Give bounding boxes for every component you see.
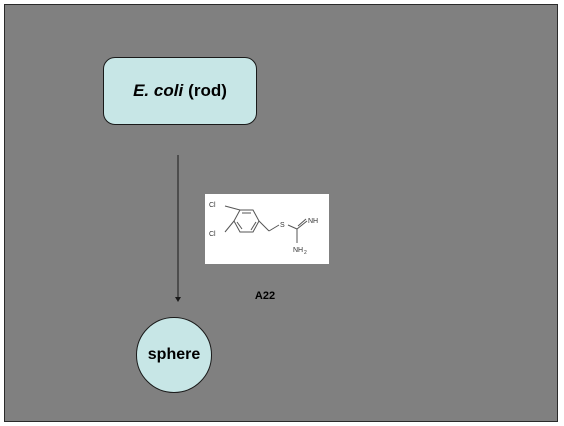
chlorine-atom-2: Cl (209, 231, 216, 238)
transition-arrow (175, 155, 181, 302)
amine-group: NH (293, 247, 303, 254)
sulfur-atom: S (280, 222, 285, 229)
imine-group: NH (308, 218, 318, 225)
organism-name: E. coli (133, 81, 184, 100)
ecoli-rod-node: E. coli (rod) (103, 57, 257, 125)
compound-label: A22 (254, 290, 276, 302)
a22-structure-panel: Cl Cl S NH NH 2 (205, 194, 329, 264)
sphere-label: sphere (147, 346, 201, 363)
a22-structure: Cl Cl S NH NH 2 (209, 202, 318, 256)
slide-canvas: E. coli (rod) (4, 4, 558, 422)
rod-shape-label: (rod) (188, 81, 227, 100)
arrow-head (175, 297, 181, 302)
amine-subscript: 2 (304, 250, 307, 256)
sphere-node: sphere (136, 317, 212, 393)
chlorine-atom-1: Cl (209, 202, 216, 209)
